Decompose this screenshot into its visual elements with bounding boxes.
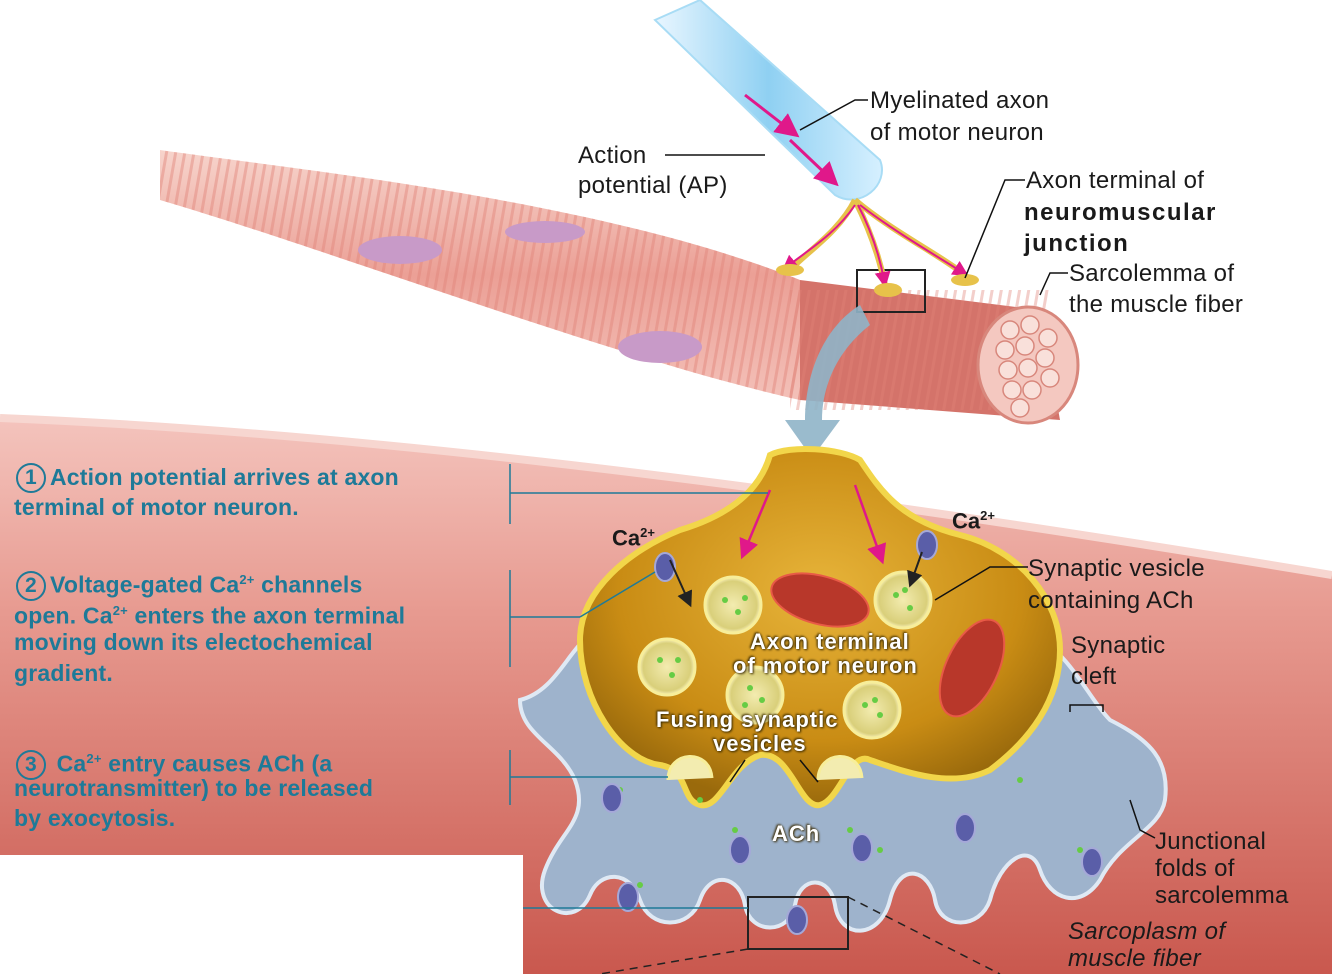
axon-terminal-label-line2: neuromuscular bbox=[1024, 197, 1217, 228]
synaptic-vesicle-label-line2: containing ACh bbox=[1028, 585, 1194, 616]
step-3-line2: neurotransmitter) to be released bbox=[14, 773, 373, 804]
sarcoplasm-label-line1: Sarcoplasm of bbox=[1068, 918, 1225, 945]
nucleus-1 bbox=[358, 236, 442, 264]
sarcolemma-label-line2: the muscle fiber bbox=[1069, 289, 1243, 320]
axon-terminal-inner-label-line1: Axon terminal bbox=[750, 630, 910, 654]
synaptic-cleft-label-line1: Synaptic bbox=[1071, 630, 1165, 661]
action-potential-label-line1: Action bbox=[578, 140, 647, 171]
junctional-folds-label-line2: folds of bbox=[1155, 855, 1235, 882]
nucleus-2 bbox=[505, 221, 585, 243]
action-potential-label-line2: potential (AP) bbox=[578, 170, 728, 201]
sarcolemma-label-line1: Sarcolemma of bbox=[1069, 258, 1234, 289]
ca-label-left: Ca2+ bbox=[612, 525, 655, 551]
step-1-number: 1 bbox=[16, 463, 46, 493]
ach-label: ACh bbox=[772, 822, 820, 846]
junctional-folds-label-line1: Junctional bbox=[1155, 828, 1266, 855]
synaptic-vesicle-label-line1: Synaptic vesicle bbox=[1028, 553, 1205, 584]
ca-label-right: Ca2+ bbox=[952, 508, 995, 534]
axon-terminal-label-line1: Axon terminal of bbox=[1026, 165, 1204, 196]
step-2-line4: gradient. bbox=[14, 658, 113, 689]
axon-terminal-inner-label-line2: of motor neuron bbox=[733, 654, 918, 678]
myelinated-axon-label-line2: of motor neuron bbox=[870, 117, 1044, 148]
blank-label-box bbox=[0, 855, 523, 974]
sarcoplasm-label-line2: muscle fiber bbox=[1068, 945, 1201, 972]
step-3-line3: by exocytosis. bbox=[14, 803, 175, 834]
synaptic-cleft-label-line2: cleft bbox=[1071, 661, 1117, 692]
step-1-line2: terminal of motor neuron. bbox=[14, 492, 299, 523]
fusing-vesicles-label-line2: vesicles bbox=[713, 732, 807, 756]
axon-terminal-label-line3: junction bbox=[1024, 228, 1129, 259]
myelinated-axon-label-line1: Myelinated axon bbox=[870, 85, 1049, 116]
fusing-vesicles-label-line1: Fusing synaptic bbox=[656, 708, 838, 732]
junctional-folds-label-line3: sarcolemma bbox=[1155, 882, 1289, 909]
nucleus-3 bbox=[618, 331, 702, 363]
step-2-line3: moving down its electochemical bbox=[14, 627, 373, 658]
